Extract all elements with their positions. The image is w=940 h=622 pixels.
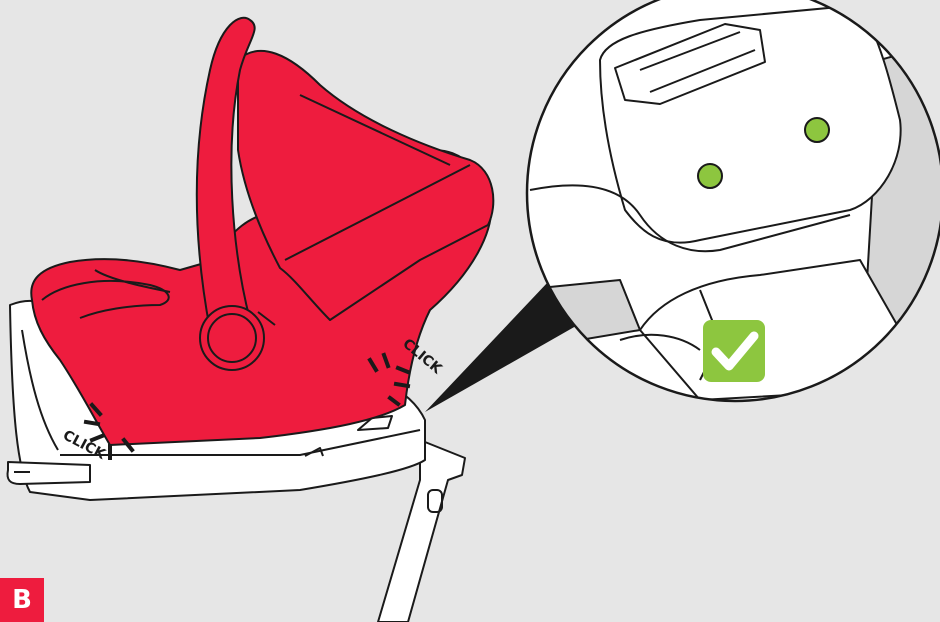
step-label-badge: B [0, 578, 44, 622]
checkmark-icon [703, 320, 765, 382]
infant-carrier [31, 18, 493, 445]
